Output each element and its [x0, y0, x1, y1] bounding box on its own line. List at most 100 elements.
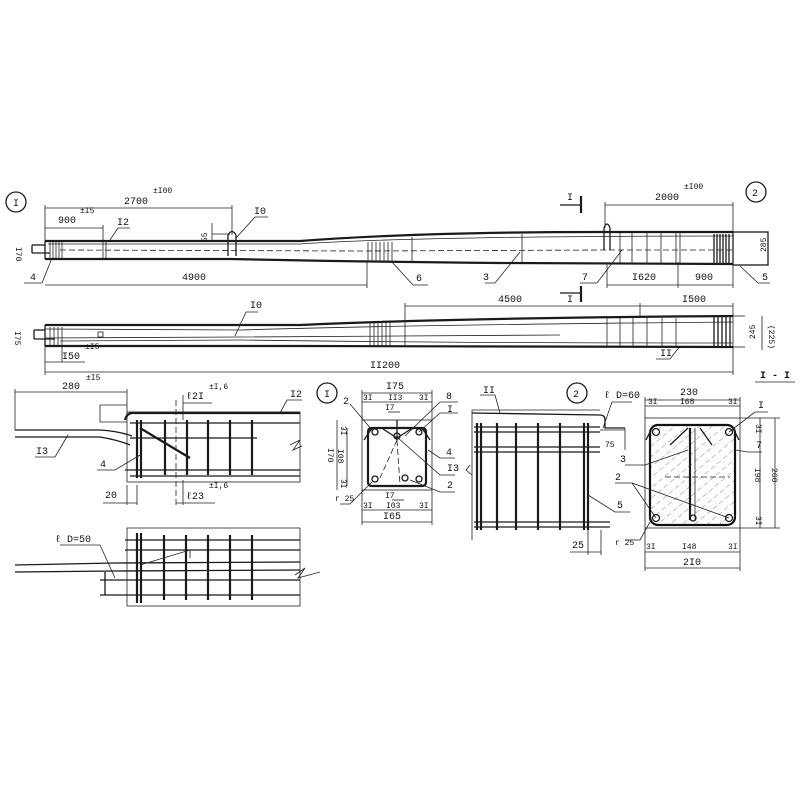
secI-dim-210: 2I0: [683, 558, 701, 569]
sec1-dim-175: I75: [386, 382, 404, 393]
dim-l21-tol: ±I,6: [209, 383, 228, 392]
sec1-pos-2: 2: [343, 397, 349, 408]
sec1-dim-31c: 3I: [363, 502, 373, 511]
secI-dim-31b: 3I: [728, 398, 738, 407]
sec1-dim-31a: 3I: [363, 394, 373, 403]
sec1-dim-h31b: 3I: [338, 479, 347, 489]
secI-dim-31d: 3I: [728, 543, 738, 552]
pos-3: 3: [483, 273, 489, 284]
sec1-pos-2b: 2: [447, 481, 453, 492]
dim-2000: 2000: [655, 193, 679, 204]
secI-dim-168: I68: [680, 398, 695, 407]
dim-2000-tol: ±I00: [684, 183, 703, 192]
sec1-dim-31d: 3I: [419, 502, 429, 511]
node-marker-2-label: 2: [752, 189, 758, 200]
dim-l23: ℓ23: [186, 492, 204, 503]
detail-2: 2 75 ℓ D=60 II 5 25: [465, 382, 640, 555]
dim-900-tol: ±I5: [80, 207, 95, 216]
pos-10-plan: I0: [250, 301, 262, 312]
elevation-bottom: 4500 I500 II200 I75 I50 ±I5 245 (225) I0…: [12, 286, 775, 375]
dim-h225: (225): [766, 325, 775, 349]
secI-pos-2: 2: [615, 473, 621, 484]
secI-dim-h260: 260: [769, 468, 778, 483]
det2-dim-25: 25: [572, 541, 584, 552]
plan-bottom-edge: [45, 344, 734, 349]
beam-bottom-edge: [45, 257, 734, 266]
dim-1500: I500: [682, 295, 706, 306]
dim-20: 20: [105, 491, 117, 502]
secI-pos-7: 7: [756, 441, 762, 452]
pos-4: 4: [30, 273, 36, 284]
pos-12-detail: I2: [290, 390, 302, 401]
node-marker-1: [5, 191, 27, 213]
dim-2700-tol: ±I00: [153, 187, 172, 196]
section-1: I I75 3I II3 3I I7 I70 I08 3I 3I I7 3I I…: [316, 382, 459, 525]
det2-dim-75: 75: [605, 441, 615, 450]
dim-280-tol: ±I5: [86, 374, 101, 383]
dim-1620: I620: [632, 273, 656, 284]
dim-h55: 55: [201, 232, 210, 242]
secI-dim-148: I48: [682, 543, 697, 552]
dim-280: 280: [62, 382, 80, 393]
pos-4-detail: 4: [100, 460, 106, 471]
pos-7: 7: [582, 273, 588, 284]
secI-dim-31a: 3I: [648, 398, 658, 407]
sec1-dim-17: I7: [385, 404, 395, 413]
dim-4500: 4500: [498, 295, 522, 306]
pos-13: I3: [36, 447, 48, 458]
sec1-pos-8: 8: [446, 392, 452, 403]
pos-10: I0: [254, 207, 266, 218]
secI-radius-25: r 25: [615, 539, 634, 548]
secI-dim-h31a: 3I: [753, 424, 762, 434]
dim-11200: II200: [370, 361, 400, 372]
secI-pos-3: 3: [620, 455, 626, 466]
dim-4900: 4900: [182, 273, 206, 284]
sec1-dim-h31a: 3I: [338, 426, 347, 436]
beam-top-edge: [45, 230, 733, 243]
secI-dim-230: 230: [680, 388, 698, 399]
detail-1-plan: ℓ D=50: [14, 527, 321, 607]
secI-dim-h198: I98: [752, 468, 761, 483]
secI-dim-h31b: 3I: [753, 516, 762, 526]
detail-2-marker: 2: [573, 390, 579, 401]
sec1-dim-113: II3: [388, 394, 403, 403]
dim-h245: 245: [749, 324, 758, 339]
pos-12: I2: [117, 218, 129, 229]
sec1-dim-h108: I08: [335, 449, 344, 464]
plan-top-edge: [45, 314, 734, 327]
sec1-dim-17b: I7: [385, 492, 395, 501]
secI-pos-1: I: [758, 401, 764, 412]
section-title: I - I: [760, 371, 790, 382]
section-cut-mark-bottom: I: [567, 295, 573, 306]
node-marker-1-label: I: [13, 199, 19, 210]
dim-h170: I70: [13, 247, 22, 262]
section-I-I: I - I 230 3I I68 3I 3I I98 260 3I 3I I48…: [615, 371, 795, 571]
sec1-dim-165: I65: [383, 512, 401, 523]
pos-5: 5: [762, 273, 768, 284]
dim-900: 900: [58, 216, 76, 227]
dim-l23-tol: ±I,6: [209, 482, 228, 491]
detail-1-elevation: 280 ±I5 ℓ2I ±I,6 ℓ23 ±I,6 20 I3 4 I2: [14, 374, 303, 505]
section-cut-mark-top: I: [567, 193, 573, 204]
section-1-marker: I: [324, 390, 330, 401]
dim-h285: 285: [760, 237, 769, 252]
dim-2700: 2700: [124, 197, 148, 208]
secI-dim-31c: 3I: [646, 543, 656, 552]
dim-h175: I75: [12, 331, 21, 346]
elevation-top: I 2 2700 ±I00 900 ±I5 I70 55 4900 2000 ±…: [5, 181, 770, 288]
det2-pos-11: II: [483, 386, 495, 397]
sec1-pos-4: 4: [446, 448, 452, 459]
sec1-radius-25: r 25: [335, 495, 354, 504]
sec1-pos-13: I3: [447, 464, 459, 475]
pos-11: II: [660, 349, 672, 360]
dim-900-right: 900: [695, 273, 713, 284]
pos-6: 6: [416, 274, 422, 285]
dim-150-tol: ±I5: [85, 343, 100, 352]
sec1-dim-31b: 3I: [419, 394, 429, 403]
det2-pos-5: 5: [617, 501, 623, 512]
sec1-pos-1: I: [447, 405, 453, 416]
node-marker-2: [745, 181, 767, 203]
dim-l21: ℓ2I: [186, 392, 204, 403]
dim-150: I50: [62, 352, 80, 363]
